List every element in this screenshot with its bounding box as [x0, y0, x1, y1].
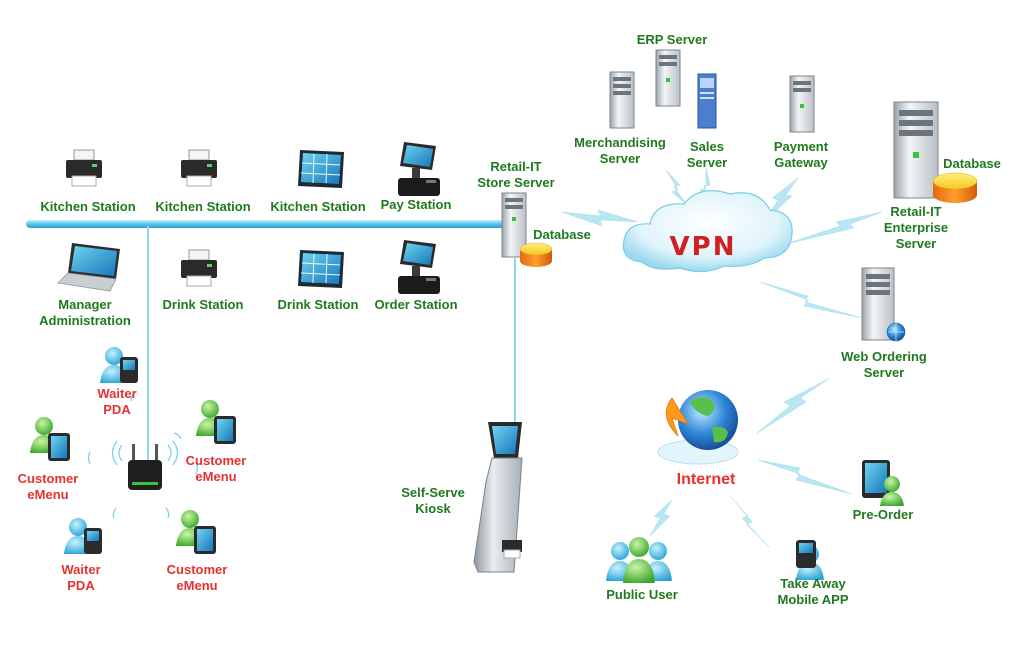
web-ordering-server-label: Server [864, 365, 904, 380]
wan-links [561, 167, 883, 549]
touch-monitor-icon [298, 250, 344, 288]
laptop-icon [57, 243, 120, 292]
printer-icon [181, 149, 217, 187]
merchandising-server-label: Server [600, 151, 640, 166]
customer-emenu-label: eMenu [176, 578, 217, 593]
customer-emenu-label: eMenu [195, 469, 236, 484]
payment-gateway-label: Gateway [774, 155, 828, 170]
enterprise-server-label: Enterprise [884, 220, 948, 235]
bolt-merch-vpn [665, 169, 689, 207]
erp-server-icon [655, 49, 681, 107]
printer-icon [66, 149, 102, 187]
wifi-signals [87, 391, 199, 519]
bolt-vpn-web [759, 281, 863, 319]
store-database-icon [519, 242, 553, 267]
wireless-labels: Waiter PDA Customer eMenu Customer eMenu… [18, 386, 247, 593]
manager-label: Manager [58, 297, 111, 312]
sales-server-icon [697, 73, 717, 129]
bolt-web-internet [755, 377, 831, 435]
kiosk-label: Kiosk [415, 501, 451, 516]
customer-emenu-label: Customer [186, 453, 247, 468]
public-user-label: Public User [606, 587, 678, 602]
enterprise-server-icon [893, 101, 939, 199]
waiter-pda-label: Waiter [61, 562, 100, 577]
station-labels: Kitchen Station Kitchen Station Kitchen … [39, 197, 457, 328]
printer-icon [181, 249, 217, 287]
drink-station-label: Drink Station [163, 297, 244, 312]
store-server-label: Retail-IT [490, 159, 541, 174]
customer-emenu-icon [196, 400, 236, 444]
customer-emenu-label: eMenu [27, 487, 68, 502]
bolt-internet-public [649, 499, 673, 537]
merchandising-server-icon [609, 71, 635, 129]
web-ordering-server-label: Web Ordering [841, 349, 927, 364]
bolt-enterprise-vpn [785, 211, 883, 245]
customer-emenu-label: Customer [167, 562, 228, 577]
pre-order-icon [862, 460, 904, 506]
pay-station-label: Pay Station [381, 197, 452, 212]
server-labels: ERP Server Merchandising Server Sales Se… [574, 32, 1001, 380]
waiter-pda-label: PDA [67, 578, 95, 593]
waiter-pda-label: Waiter [97, 386, 136, 401]
kitchen-station-label: Kitchen Station [155, 199, 250, 214]
mobile-app-label: Mobile APP [777, 592, 848, 607]
kitchen-station-label: Kitchen Station [40, 199, 135, 214]
sales-server-label: Server [687, 155, 727, 170]
sales-server-label: Sales [690, 139, 724, 154]
waiter-pda-label: PDA [103, 402, 131, 417]
store-server-label: Store Server [477, 175, 554, 190]
client-labels: Pre-Order Public User Take Away Mobile A… [606, 507, 913, 607]
drink-station-label: Drink Station [278, 297, 359, 312]
take-away-mobile-icon [796, 540, 824, 580]
customer-emenu-icon [176, 510, 216, 554]
lan-bus [26, 220, 516, 460]
internet-globe-icon [657, 390, 739, 465]
kiosk-label: Self-Serve [401, 485, 465, 500]
take-away-label: Take Away [780, 576, 846, 591]
web-ordering-server-icon [861, 267, 906, 342]
wireless-router-icon [128, 444, 162, 490]
waiter-pda-icon [100, 347, 138, 383]
waiter-pda-icon [64, 518, 102, 554]
enterprise-database-icon [932, 172, 978, 203]
enterprise-server-label: Server [896, 236, 936, 251]
order-station-label: Order Station [374, 297, 457, 312]
public-user-icon [606, 537, 672, 583]
bolt-internet-takeaway [729, 495, 771, 549]
pre-order-label: Pre-Order [853, 507, 914, 522]
vpn-cloud-icon [622, 190, 793, 273]
store-labels: Retail-IT Store Server Database Self-Ser… [401, 159, 591, 516]
enterprise-database-label: Database [943, 156, 1001, 171]
touch-monitor-icon [298, 150, 344, 188]
payment-gateway-icon [789, 75, 815, 133]
vpn-label: VPN [670, 232, 737, 262]
store-database-label: Database [533, 227, 591, 242]
payment-gateway-label: Payment [774, 139, 829, 154]
customer-emenu-label: Customer [18, 471, 79, 486]
bolt-store-vpn [561, 209, 639, 227]
pos-terminal-icon [398, 142, 440, 196]
internet-label: Internet [677, 471, 736, 488]
customer-emenu-icon [30, 417, 70, 461]
self-serve-kiosk-icon [473, 422, 523, 573]
merchandising-server-label: Merchandising [574, 135, 666, 150]
erp-server-label: ERP Server [637, 32, 708, 47]
administration-label: Administration [39, 313, 131, 328]
pos-terminal-icon [398, 240, 440, 294]
enterprise-server-label: Retail-IT [890, 204, 941, 219]
kitchen-station-label: Kitchen Station [270, 199, 365, 214]
bolt-internet-preorder [757, 459, 853, 495]
